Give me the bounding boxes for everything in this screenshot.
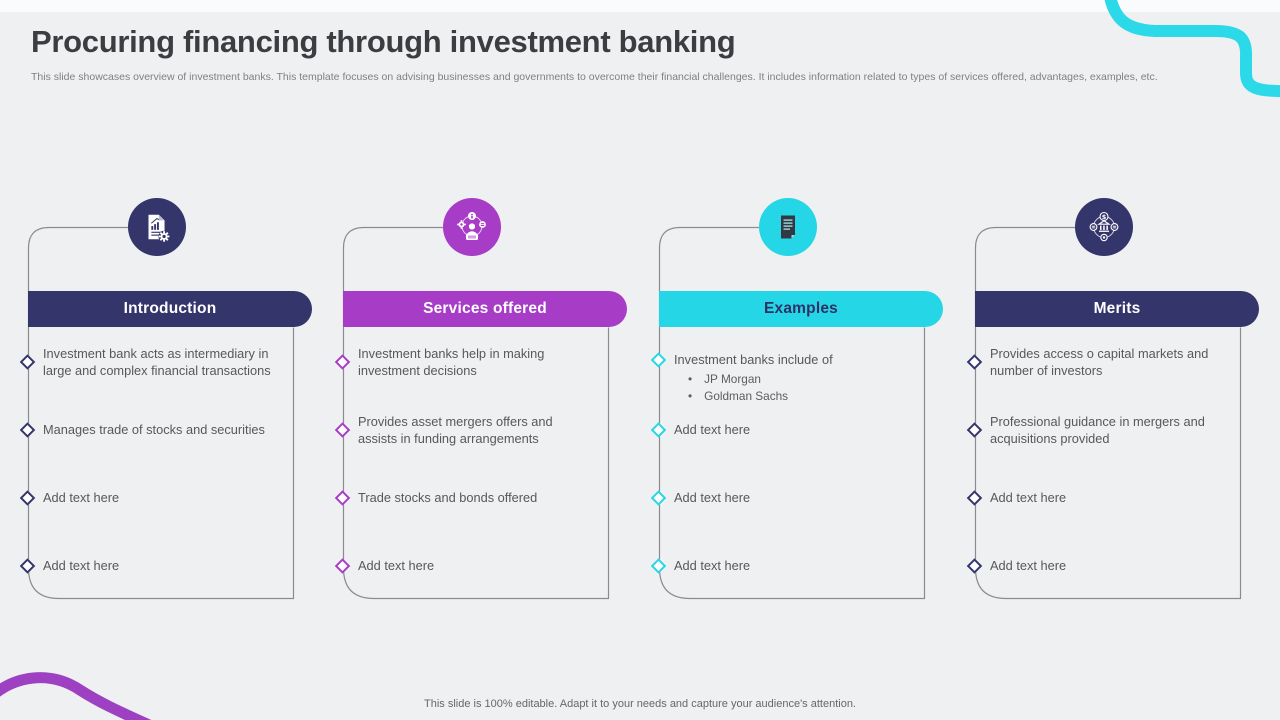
document-chart-gear-glyph <box>148 214 170 243</box>
consulting-services-glyph <box>457 212 486 240</box>
bullet-body: Add text here <box>674 557 750 574</box>
diamond-bullet-icon <box>334 422 351 438</box>
cyan-squiggle-decoration <box>1104 0 1280 98</box>
bullet-item: Investment bank acts as intermediary in … <box>19 331 294 393</box>
bullet-body: Investment banks include of JP MorganGold… <box>674 351 833 403</box>
bullet-body: Trade stocks and bonds offered <box>358 489 537 506</box>
purple-squiggle-decoration <box>0 672 152 720</box>
document-icon <box>759 198 817 256</box>
diamond-bullet-icon <box>19 490 36 506</box>
bullet-body: Provides access o capital markets and nu… <box>990 345 1218 380</box>
document-glyph <box>781 215 795 239</box>
bullet-text: Add text here <box>358 558 435 574</box>
bullet-text: Professional guidance in mergers and acq… <box>990 413 1205 446</box>
bullet-body: Investment banks help in making investme… <box>358 345 586 380</box>
slide-subtitle: This slide showcases overview of investm… <box>31 71 1158 83</box>
bullet-text: Add text here <box>990 558 1067 574</box>
bullet-text: Provides access o capital markets and nu… <box>990 345 1209 378</box>
bullet-body: Add text here <box>43 557 119 574</box>
bullet-body: Add text here <box>358 557 434 574</box>
card-title: Examples <box>764 300 838 317</box>
bullet-body: Add text here <box>674 421 750 438</box>
bullet-item: Manages trade of stocks and securities <box>19 399 294 461</box>
sub-bullet-item: JP Morgan <box>674 372 833 386</box>
diamond-bullet-icon <box>19 354 36 370</box>
card-title-bar: Merits <box>975 291 1259 327</box>
diamond-bullet-icon <box>650 352 667 368</box>
diamond-bullet-icon <box>19 422 36 438</box>
bullet-body: Add text here <box>990 557 1066 574</box>
sub-bullet-list: JP MorganGoldman Sachs <box>674 372 833 403</box>
bullet-item: Add text here <box>19 467 294 529</box>
diamond-bullet-icon <box>334 558 351 574</box>
bullet-text: Investment bank acts as intermediary in … <box>43 345 271 378</box>
diamond-bullet-icon <box>19 558 36 574</box>
bank-network-icon: $ <box>1075 198 1133 256</box>
svg-text:$: $ <box>1102 213 1107 221</box>
bullet-item: Provides asset mergers offers and assist… <box>334 399 609 461</box>
bullet-item: Professional guidance in mergers and acq… <box>966 399 1241 461</box>
card-title-bar: Examples <box>659 291 943 327</box>
document-chart-gear-icon <box>128 198 186 256</box>
bullet-text: Investment banks help in making investme… <box>358 345 545 378</box>
card-title: Services offered <box>423 300 547 317</box>
bullet-body: Add text here <box>990 489 1066 506</box>
bullet-text: Add text here <box>674 490 751 506</box>
bullet-item: Add text here <box>334 535 609 597</box>
bullet-body: Add text here <box>674 489 750 506</box>
bullet-item: Add text here <box>650 399 925 461</box>
bullet-body: Professional guidance in mergers and acq… <box>990 413 1218 448</box>
bullet-body: Add text here <box>43 489 119 506</box>
card-title: Introduction <box>123 300 217 317</box>
diamond-bullet-icon <box>966 422 983 438</box>
bullet-text: Provides asset mergers offers and assist… <box>358 413 553 446</box>
card-title: Merits <box>1093 300 1141 317</box>
diamond-bullet-icon <box>966 354 983 370</box>
diamond-bullet-icon <box>966 558 983 574</box>
bullet-item: Trade stocks and bonds offered <box>334 467 609 529</box>
bullet-item: Add text here <box>966 535 1241 597</box>
bullet-body: Provides asset mergers offers and assist… <box>358 413 586 448</box>
bullet-item: Add text here <box>19 535 294 597</box>
footer-note: This slide is 100% editable. Adapt it to… <box>424 698 856 710</box>
bullet-text: Add text here <box>43 490 120 506</box>
page-title: Procuring financing through investment b… <box>31 24 736 59</box>
bullet-item: Add text here <box>650 535 925 597</box>
bullet-item: Add text here <box>650 467 925 529</box>
diamond-bullet-icon <box>334 490 351 506</box>
bullet-body: Investment bank acts as intermediary in … <box>43 345 271 380</box>
diamond-bullet-icon <box>650 422 667 438</box>
diamond-bullet-icon <box>334 354 351 370</box>
top-strip-decoration <box>0 0 1280 12</box>
card-title-bar: Introduction <box>28 291 312 327</box>
card-title-bar: Services offered <box>343 291 627 327</box>
diamond-bullet-icon <box>650 490 667 506</box>
bullet-text: Add text here <box>990 490 1067 506</box>
diamond-bullet-icon <box>650 558 667 574</box>
bank-network-glyph: $ <box>1089 211 1119 242</box>
bullet-body: Manages trade of stocks and securities <box>43 421 265 438</box>
bullet-item: Investment banks help in making investme… <box>334 331 609 393</box>
sub-bullet-item: Goldman Sachs <box>674 389 833 403</box>
consulting-services-icon <box>443 198 501 256</box>
bullet-text: Add text here <box>674 422 751 438</box>
bullet-text: Add text here <box>43 558 120 574</box>
bullet-text: Investment banks include of <box>674 352 833 367</box>
bullet-text: Manages trade of stocks and securities <box>43 422 265 438</box>
bullet-item: Add text here <box>966 467 1241 529</box>
bullet-text: Trade stocks and bonds offered <box>358 490 538 506</box>
bullet-item: Investment banks include of JP MorganGold… <box>650 331 925 403</box>
diamond-bullet-icon <box>966 490 983 506</box>
bullet-text: Add text here <box>674 558 751 574</box>
bullet-item: Provides access o capital markets and nu… <box>966 331 1241 393</box>
